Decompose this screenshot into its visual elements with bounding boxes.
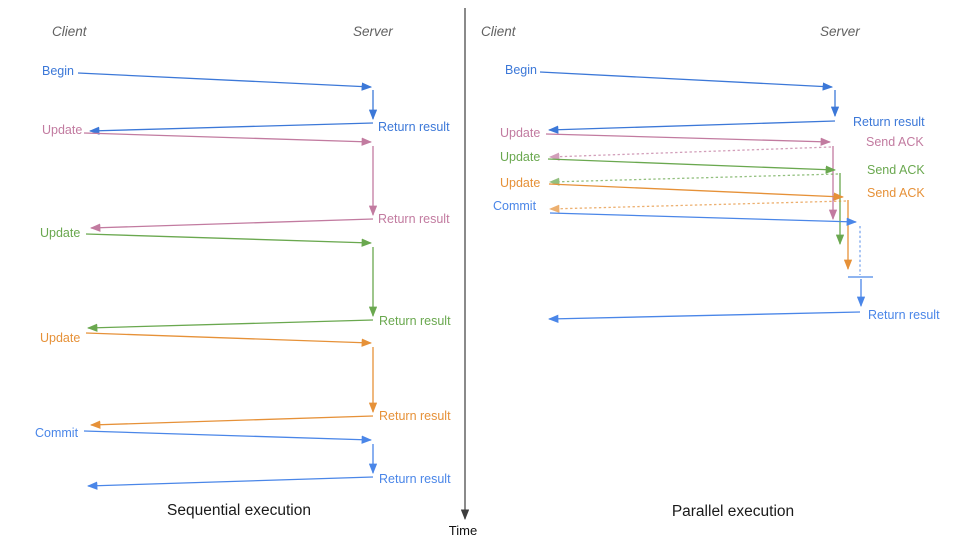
seq-panel-title: Sequential execution [167, 502, 311, 519]
par-commit-message: Commit Return result [493, 199, 940, 323]
par-commit-request-line [549, 212, 858, 226]
time-axis-label: Time [449, 523, 477, 538]
par-update3-request-line [548, 183, 845, 201]
seq-update1-label: Update [42, 123, 82, 137]
par-update2-message: Update Send ACK [500, 150, 925, 246]
seq-update3-response-line [89, 415, 374, 429]
par-update3-message: Update Send ACK [500, 176, 925, 271]
par-update1-ack-line [548, 146, 832, 161]
par-update2-label: Update [500, 150, 540, 164]
parallel-panel: Client Server Begin Return result Update… [481, 24, 940, 520]
sequential-panel: Client Server Begin Return result Update… [35, 24, 451, 519]
par-update1-label: Update [500, 126, 540, 140]
par-commit-label: Commit [493, 199, 537, 213]
par-begin-response-label: Return result [853, 115, 925, 129]
seq-update3-response-label: Return result [379, 409, 451, 423]
seq-commit-response-label: Return result [379, 472, 451, 486]
seq-update2-message: Update Return result [40, 226, 451, 332]
par-client-header: Client [481, 24, 517, 39]
seq-update1-message: Update Return result [42, 123, 450, 232]
seq-update2-response-line [86, 319, 374, 332]
par-update2-request-line [547, 158, 837, 174]
seq-begin-response-label: Return result [378, 120, 450, 134]
par-update1-request-line [545, 133, 832, 146]
par-update2-ack-label: Send ACK [867, 163, 925, 177]
seq-begin-label: Begin [42, 64, 74, 78]
par-update3-label: Update [500, 176, 540, 190]
seq-client-header: Client [52, 24, 88, 39]
seq-commit-message: Commit Return result [35, 426, 451, 490]
seq-begin-message: Begin Return result [42, 64, 450, 135]
par-commit-response-label: Return result [868, 308, 940, 322]
seq-update1-response-label: Return result [378, 212, 450, 226]
par-begin-response-line [547, 120, 836, 134]
seq-update2-label: Update [40, 226, 80, 240]
par-panel-title: Parallel execution [672, 503, 794, 520]
seq-update3-request-line [85, 332, 373, 347]
seq-begin-response-line [88, 122, 374, 135]
seq-commit-response-line [86, 476, 374, 490]
par-begin-request-line [539, 71, 834, 91]
time-axis: Time [449, 8, 477, 538]
seq-update1-request-line [83, 132, 373, 146]
seq-update3-message: Update Return result [40, 331, 451, 429]
seq-update1-response-line [89, 218, 374, 232]
seq-server-header: Server [353, 24, 393, 39]
par-update1-ack-label: Send ACK [866, 135, 924, 149]
seq-update2-response-label: Return result [379, 314, 451, 328]
par-begin-message: Begin Return result [505, 63, 925, 134]
seq-update3-label: Update [40, 331, 80, 345]
seq-commit-label: Commit [35, 426, 79, 440]
par-update2-ack-line [548, 173, 839, 186]
par-update1-message: Update Send ACK [500, 126, 924, 221]
par-update3-ack-line [548, 200, 847, 213]
par-update3-ack-label: Send ACK [867, 186, 925, 200]
seq-begin-request-line [77, 72, 373, 91]
par-begin-label: Begin [505, 63, 537, 77]
par-server-header: Server [820, 24, 860, 39]
seq-update2-request-line [85, 233, 373, 247]
seq-commit-request-line [83, 430, 373, 444]
par-commit-response-line [547, 311, 861, 323]
